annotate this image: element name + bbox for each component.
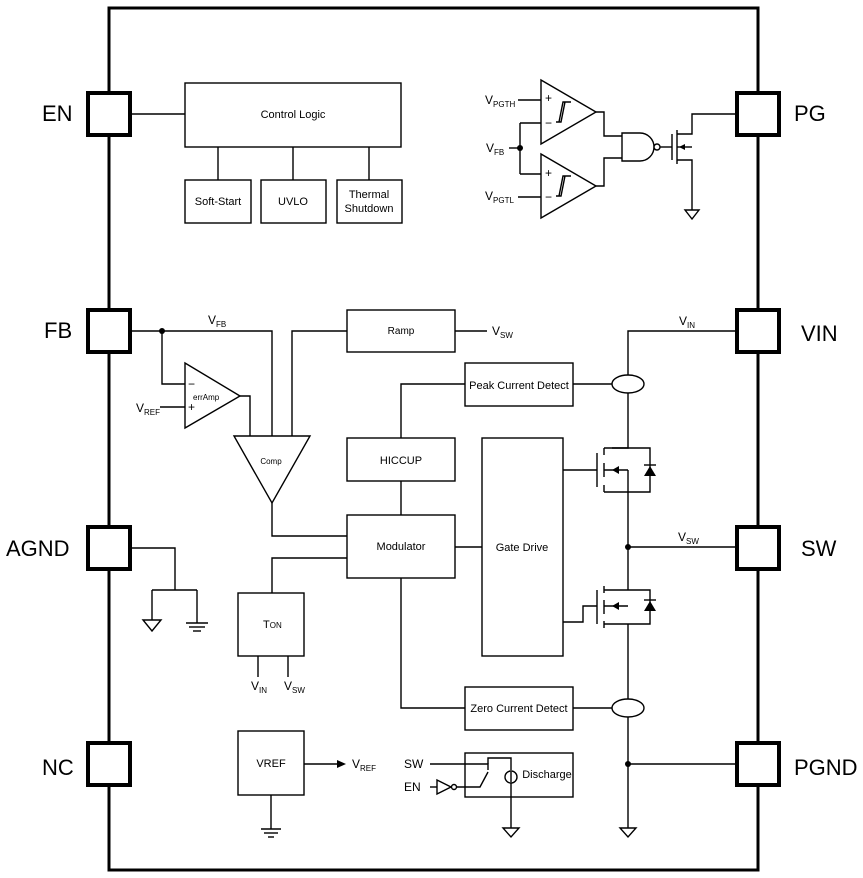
pg-output-mosfet bbox=[660, 113, 737, 221]
label-sw-discharge: SW bbox=[404, 757, 424, 771]
low-side-mosfet bbox=[563, 586, 656, 628]
pin-label-en: EN bbox=[42, 101, 73, 126]
pin-pg: PG bbox=[735, 91, 826, 137]
pin-fb: FB bbox=[44, 308, 132, 354]
label-vin-rail: VIN bbox=[679, 314, 695, 330]
ramp-block: Ramp bbox=[346, 309, 456, 353]
comp-comparator: Comp bbox=[232, 435, 312, 505]
peak-current-sense bbox=[611, 374, 645, 394]
hiccup-block: HICCUP bbox=[346, 437, 456, 482]
pgth-plus: + bbox=[545, 91, 552, 105]
erramp-minus: − bbox=[188, 377, 195, 391]
erramp-label: errAmp bbox=[193, 393, 220, 402]
label-vsw-node: VSW bbox=[678, 530, 699, 546]
thermal-shutdown-block: Thermal Shutdown bbox=[336, 179, 403, 224]
peak-current-detect-label: Peak Current Detect bbox=[469, 380, 569, 392]
pg-nand-gate bbox=[621, 132, 661, 162]
thermal-label-line2: Shutdown bbox=[345, 203, 394, 215]
label-vfb: VFB bbox=[208, 313, 226, 329]
chip-outline bbox=[107, 6, 760, 872]
soft-start-label: Soft-Start bbox=[195, 196, 241, 208]
pin-en: EN bbox=[42, 91, 132, 137]
ramp-label: Ramp bbox=[388, 326, 415, 337]
zero-current-detect-block: Zero Current Detect bbox=[464, 686, 574, 731]
erramp-plus: + bbox=[188, 400, 195, 414]
pin-label-pgnd: PGND bbox=[794, 755, 858, 780]
error-amplifier: − + errAmp bbox=[184, 361, 242, 430]
label-vfb-pg: VFB bbox=[486, 141, 504, 157]
pg-comparator-high: + − bbox=[540, 78, 598, 146]
control-logic-label: Control Logic bbox=[261, 109, 326, 121]
pin-nc: NC bbox=[42, 741, 132, 787]
thermal-label-line1: Thermal bbox=[349, 189, 389, 201]
pgnd-ground-icon bbox=[618, 827, 638, 839]
ton-block: TON bbox=[237, 592, 305, 657]
label-vin-ton: VIN bbox=[251, 679, 267, 695]
label-vref-erramp: VREF bbox=[136, 401, 160, 417]
vref-block: VREF bbox=[237, 730, 305, 796]
pin-sw: SW bbox=[735, 525, 837, 571]
control-logic-block: Control Logic bbox=[184, 82, 402, 148]
uvlo-label: UVLO bbox=[278, 196, 308, 208]
gate-drive-label: Gate Drive bbox=[496, 542, 549, 554]
peak-current-detect-block: Peak Current Detect bbox=[464, 362, 574, 407]
label-vpgtl: VPGTL bbox=[485, 189, 514, 205]
discharge-label: Discharge bbox=[522, 769, 572, 781]
pin-label-sw: SW bbox=[801, 536, 837, 561]
comp-label: Comp bbox=[260, 457, 282, 466]
ton-label: TON bbox=[263, 619, 282, 631]
label-en-discharge: EN bbox=[404, 780, 421, 794]
modulator-label: Modulator bbox=[377, 541, 426, 553]
vref-label: VREF bbox=[256, 758, 286, 770]
pin-label-pg: PG bbox=[794, 101, 826, 126]
pgtl-plus: + bbox=[545, 166, 552, 180]
discharge-block: Discharge bbox=[464, 752, 574, 798]
pin-label-fb: FB bbox=[44, 318, 72, 343]
pin-vin: VIN bbox=[735, 308, 838, 354]
hiccup-label: HICCUP bbox=[380, 455, 422, 467]
label-vsw-ton: VSW bbox=[284, 679, 305, 695]
pin-pgnd: PGND bbox=[735, 741, 858, 787]
zero-current-sense bbox=[611, 698, 645, 718]
pin-label-agnd: AGND bbox=[6, 536, 70, 561]
pgtl-minus: − bbox=[545, 190, 552, 204]
pin-agnd: AGND bbox=[6, 525, 132, 571]
label-vpgth: VPGTH bbox=[485, 93, 515, 109]
label-vref-out: VREF bbox=[352, 757, 376, 773]
modulator-block: Modulator bbox=[346, 514, 456, 579]
pg-comparator-low: + − bbox=[540, 152, 598, 220]
uvlo-block: UVLO bbox=[260, 179, 327, 224]
high-side-mosfet bbox=[563, 447, 656, 493]
soft-start-block: Soft-Start bbox=[184, 179, 252, 224]
label-vsw-ramp: VSW bbox=[492, 324, 513, 340]
pin-label-nc: NC bbox=[42, 755, 74, 780]
zero-current-detect-label: Zero Current Detect bbox=[470, 703, 567, 715]
pin-label-vin: VIN bbox=[801, 321, 838, 346]
gate-drive-block: Gate Drive bbox=[481, 437, 564, 657]
pgth-minus: − bbox=[545, 116, 552, 130]
